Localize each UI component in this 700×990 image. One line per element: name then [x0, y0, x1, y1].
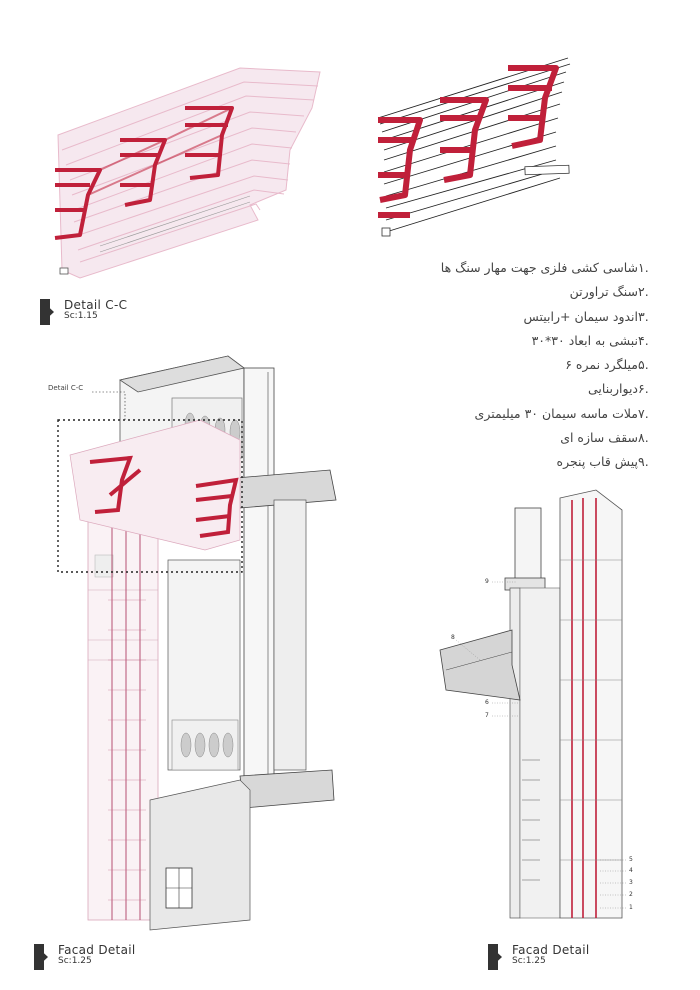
section-tag-8: 8: [451, 634, 455, 641]
legend-text: سنگ تراورتن: [569, 284, 638, 300]
legend-item: ۹.پیش قاب پنجره: [420, 450, 660, 474]
legend-item: ۴.نبشی به ابعاد ۳۰*۳۰: [420, 329, 660, 353]
legend-number: ۶.: [638, 381, 649, 397]
legend-text: ملات ماسه سیمان ۳۰ میلیمتری: [474, 405, 638, 421]
legend-number: ۷.: [638, 405, 649, 421]
legend-number: ۲.: [638, 284, 649, 300]
section-tag-1: 1: [629, 904, 633, 911]
legend-item: ۱.شاسی کشی فلزی جهت مهار سنگ ها: [420, 256, 660, 280]
legend-text: نبشی به ابعاد ۳۰*۳۰: [531, 332, 638, 348]
legend-number: ۱.: [638, 260, 649, 275]
facade-right-tag: Facad Detail Sc:1.25: [488, 944, 590, 970]
tag-marker-icon: [488, 944, 502, 970]
detail-cc-callout-label: Detail C-C: [48, 384, 84, 392]
section-tag-7: 7: [485, 712, 489, 719]
section-tag-4: 4: [629, 867, 633, 874]
tag-marker-icon: [40, 299, 54, 325]
facade-right-scale: Sc:1.25: [512, 955, 546, 966]
tag-marker-icon: [34, 944, 48, 970]
detail-cc-tag: Detail C-C Sc:1.15: [40, 299, 127, 325]
legend-number: ۹.: [638, 454, 649, 470]
legend-number: ۴.: [638, 332, 649, 348]
section-tag-5: 5: [629, 856, 633, 863]
legend-item: ۸.سقف سازه ای: [420, 426, 660, 450]
section-tag-6: 6: [485, 699, 489, 706]
legend-text: سقف سازه ای: [560, 430, 638, 446]
legend-number: ۳.: [638, 308, 649, 324]
legend-text: شاسی کشی فلزی جهت مهار سنگ ها: [440, 260, 638, 275]
legend-item: ۵.میلگرد نمره ۶: [420, 353, 660, 377]
section-tag-3: 3: [629, 879, 633, 886]
legend-text: اندود سیمان +رابیتس: [523, 308, 638, 324]
detail-cc-title: Detail C-C: [64, 298, 128, 312]
facade-left-scale: Sc:1.25: [58, 955, 92, 966]
legend-text: پیش قاب پنجره: [556, 454, 638, 470]
legend-item: ۶.دیواربنایی: [420, 377, 660, 401]
legend-text: میلگرد نمره ۶: [565, 357, 638, 373]
detail-cc-scale: Sc:1.15: [64, 310, 98, 321]
legend-text: دیواربنایی: [588, 381, 638, 397]
legend-number: ۵.: [638, 357, 649, 373]
section-tag-2: 2: [629, 891, 633, 898]
legend-item: ۳.اندود سیمان +رابیتس: [420, 305, 660, 329]
legend-item: ۲.سنگ تراورتن: [420, 280, 660, 304]
legend-item: ۷.ملات ماسه سیمان ۳۰ میلیمتری: [420, 402, 660, 426]
facade-right-title: Facad Detail: [512, 943, 590, 957]
facade-left-title: Facad Detail: [58, 943, 136, 957]
legend-list: ۱.شاسی کشی فلزی جهت مهار سنگ ها ۲.سنگ تر…: [420, 256, 660, 475]
legend-number: ۸.: [638, 430, 649, 446]
section-tag-9: 9: [485, 578, 489, 585]
facade-left-tag: Facad Detail Sc:1.25: [34, 944, 136, 970]
